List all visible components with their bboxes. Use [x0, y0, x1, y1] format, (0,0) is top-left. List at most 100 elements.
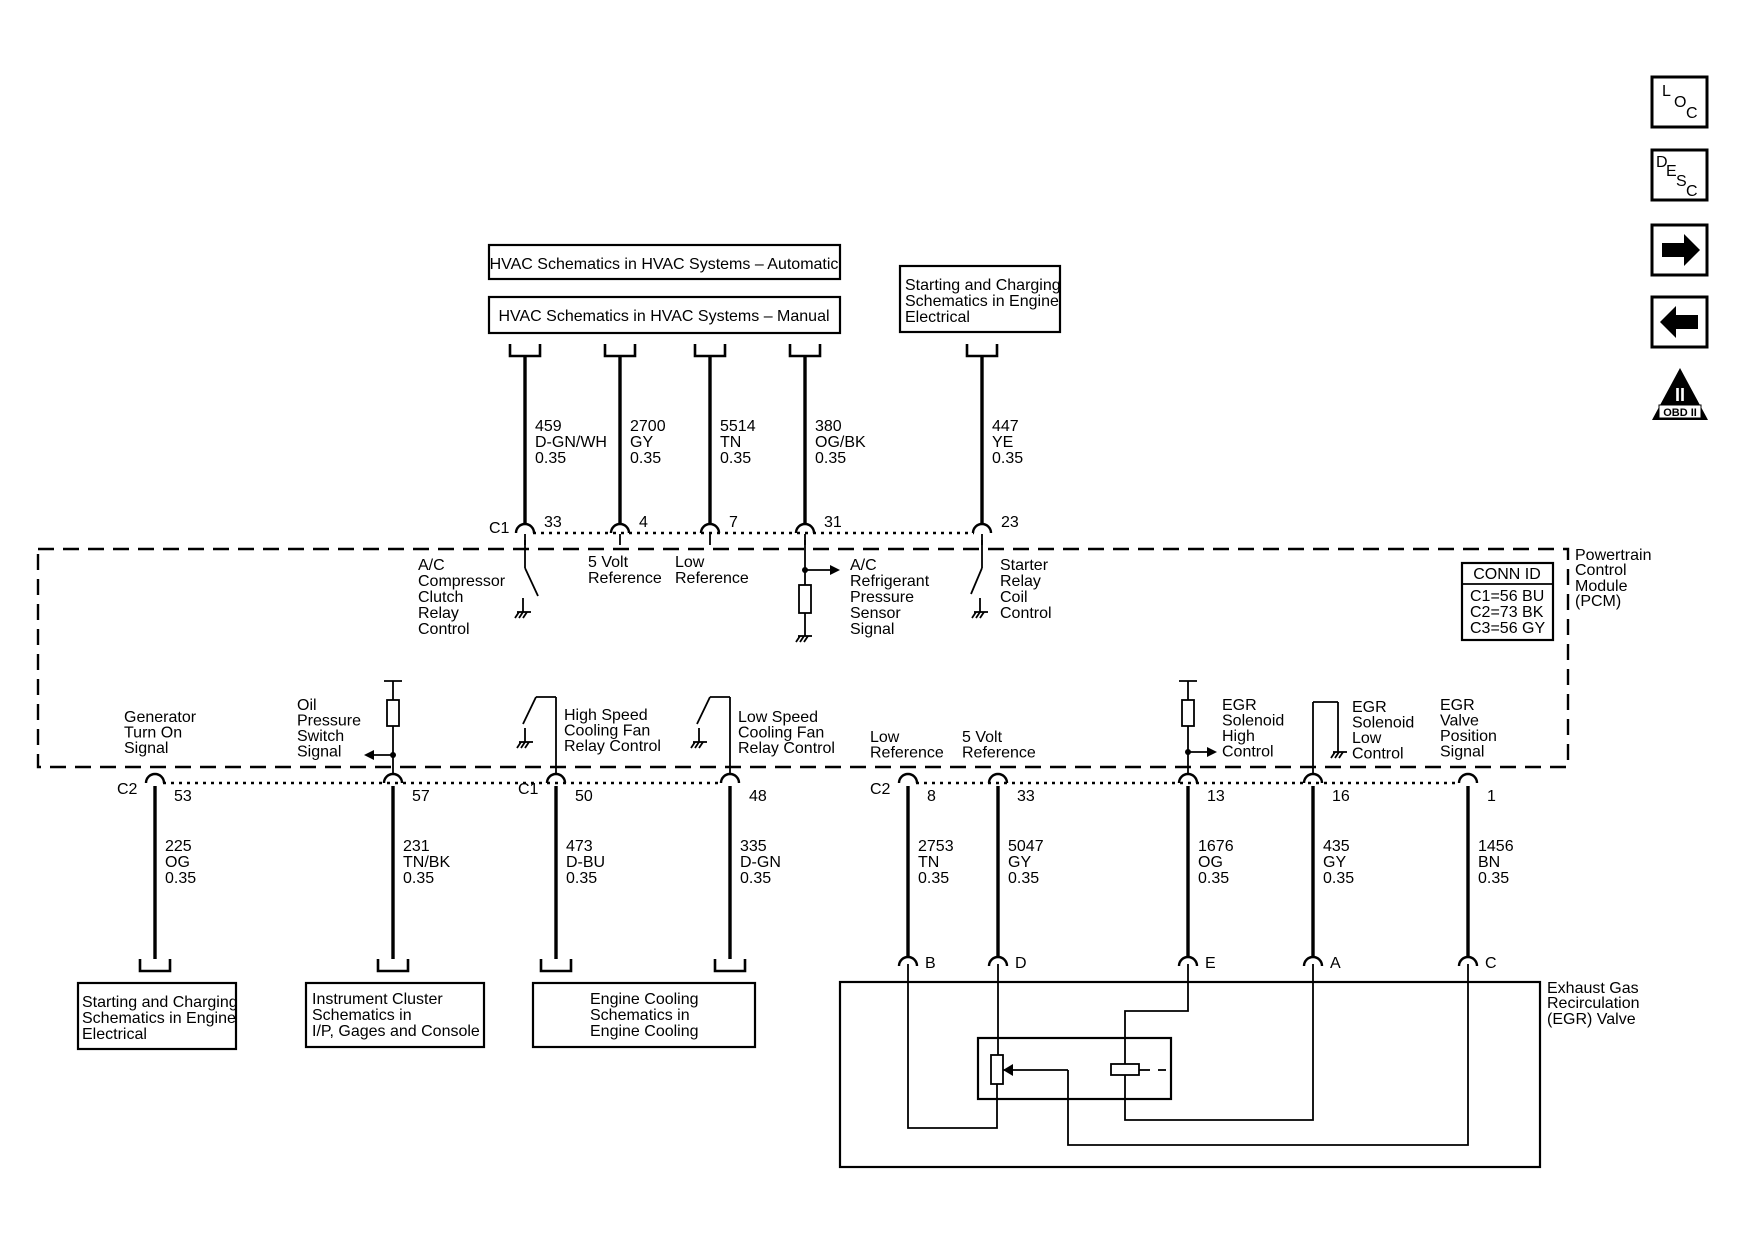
wire-gauge-231: 0.35 [403, 870, 434, 887]
pcm-pin-33 [514, 522, 536, 534]
egr-pin-label-D: D [1015, 955, 1027, 972]
func-label-bottom_right_circuits-pin-16-line2: Solenoid [1352, 715, 1414, 732]
circuit-number-2700: 2700 [630, 418, 666, 435]
pcm-label-line4: (PCM) [1575, 593, 1621, 610]
ref-hvac-manual[interactable]: HVAC Schematics in HVAC Systems – Manual [487, 295, 842, 335]
func-label-pin-33-line1: A/C [418, 557, 445, 574]
func-label-bottom_right_circuits-pin-16-line3: Low [1352, 730, 1382, 747]
func-label-bottom_left_circuits-pin-48-line3: Relay Control [738, 740, 835, 757]
next-page-button[interactable] [1650, 223, 1709, 277]
pin-label-bottom_left_circuits-53: 53 [174, 788, 192, 805]
wire-color-380: OG/BK [815, 434, 866, 451]
func-label-pin-31-line1: A/C [850, 557, 877, 574]
pin-label-bottom_right_circuits-8: 8 [927, 788, 936, 805]
pcm-pin-bottom_left_circuits-48 [719, 772, 741, 784]
pin-label-bottom_right_circuits-1: 1 [1487, 788, 1496, 805]
ref-starting-charging-top[interactable]: Starting and Charging Schematics in Engi… [898, 264, 1062, 334]
func-label-bottom_right_circuits-pin-13-line2: Solenoid [1222, 713, 1284, 730]
ref-cooling-line1: Engine Cooling [590, 991, 699, 1008]
circuit-number-231: 231 [403, 838, 430, 855]
pin-label-bottom_right_circuits-16: 16 [1332, 788, 1350, 805]
egr-pin-label-C: C [1485, 955, 1497, 972]
wire-color-459: D-GN/WH [535, 434, 607, 451]
wire-color-435: GY [1323, 854, 1346, 871]
func-label-pin-7-line1: Low [675, 554, 705, 571]
func-label-pin-33-line5: Control [418, 621, 470, 638]
pcm-pin-23 [971, 522, 993, 534]
pcm-pin-bottom_right_circuits-13 [1177, 772, 1199, 784]
ref-start-top-line1: Starting and Charging [905, 277, 1061, 294]
wire-color-1456: BN [1478, 854, 1500, 871]
desc-button[interactable]: D E S C [1650, 148, 1709, 202]
func-label-bottom_left_circuits-pin-53-line1: Generator [124, 709, 197, 726]
high-speed-fan-driver [516, 696, 557, 775]
func-label-bottom_right_circuits-pin-16-line1: EGR [1352, 699, 1387, 716]
pcm-pin-bottom_left_circuits-53 [144, 772, 166, 784]
pcm-boundary [36, 547, 1570, 769]
func-label-bottom_left_circuits-pin-53-line3: Signal [124, 740, 168, 757]
loc-button[interactable]: L O C [1650, 75, 1709, 129]
wire-gauge-1456: 0.35 [1478, 870, 1509, 887]
conn-id-row2: C2=73 BK [1470, 604, 1544, 621]
pin-label-bottom_left_circuits-48: 48 [749, 788, 767, 805]
pin-label-bottom_right_circuits-33: 33 [1017, 788, 1035, 805]
pcm-pin-bottom_left_circuits-50 [545, 772, 567, 784]
circuit-number-2753: 2753 [918, 838, 954, 855]
previous-page-button[interactable] [1650, 295, 1709, 349]
func-label-bottom_right_circuits-pin-13-line1: EGR [1222, 697, 1257, 714]
ref-starting-charging-bottom[interactable]: Starting and Charging Schematics in Engi… [76, 981, 238, 1051]
func-label-pin-31-line2: Refrigerant [850, 573, 930, 590]
arrow-right-icon [1662, 234, 1700, 266]
pcm-pin-bottom_right_circuits-1 [1457, 772, 1479, 784]
ref-cooling-line3: Engine Cooling [590, 1023, 699, 1040]
ref-start-top-line2: Schematics in Engine [905, 293, 1059, 310]
func-label-pin-31-line4: Sensor [850, 605, 901, 622]
wire-color-231: TN/BK [403, 854, 450, 871]
ref-start-top-line3: Electrical [905, 309, 970, 326]
oil-pressure-pullup [364, 680, 402, 775]
ref-hvac-automatic[interactable]: HVAC Schematics in HVAC Systems – Automa… [487, 243, 842, 281]
egr-pin-label-B: B [925, 955, 936, 972]
wire-color-335: D-GN [740, 854, 781, 871]
func-label-bottom_left_circuits-pin-50-line3: Relay Control [564, 738, 661, 755]
ref-ipc-line3: I/P, Gages and Console [312, 1023, 480, 1040]
ac-pressure-sensor-circuit [795, 540, 840, 643]
egr-pin-C [1457, 955, 1479, 967]
func-label-bottom_left_circuits-pin-57-line4: Signal [297, 744, 341, 761]
desc-letter-c: C [1686, 183, 1698, 200]
bottom-ref-terminal-53 [138, 959, 172, 973]
pcm-label: Powertrain Control Module (PCM) [1575, 547, 1651, 610]
wire-color-2700: GY [630, 434, 653, 451]
func-label-pin-7-line2: Reference [675, 570, 749, 587]
pin-label-4: 4 [639, 514, 648, 531]
pin-label-23: 23 [1001, 514, 1019, 531]
pin-label-33: 33 [544, 514, 562, 531]
bottom-ref-terminal-48 [713, 959, 747, 973]
pin-label-7: 7 [729, 514, 738, 531]
wire-gauge-5047: 0.35 [1008, 870, 1039, 887]
egr-pin-E [1177, 955, 1199, 967]
func-label-bottom_right_circuits-pin-33-line2: Reference [962, 745, 1036, 762]
circuit-number-1456: 1456 [1478, 838, 1514, 855]
ac-clutch-relay-switch [514, 540, 539, 619]
pin-label-bottom_left_circuits-50: 50 [575, 788, 593, 805]
wire-gauge-335: 0.35 [740, 870, 771, 887]
circuit-number-5514: 5514 [720, 418, 756, 435]
circuits-layer: 459D-GN/WH0.3533C12700GY0.3545514TN0.357… [117, 344, 1514, 973]
ref-start-bottom-line2: Schematics in Engine [82, 1010, 236, 1027]
func-label-pin-31-line3: Pressure [850, 589, 914, 606]
wire-gauge-473: 0.35 [566, 870, 597, 887]
connector-C1-bottom_left_circuits: C1 [518, 781, 539, 798]
arrow-left-icon [1660, 306, 1698, 338]
egr-low-control-driver [1312, 701, 1347, 775]
obd-ii-button[interactable]: II OBD II [1652, 368, 1708, 420]
wire-color-225: OG [165, 854, 190, 871]
connector-C2-bottom_right_circuits: C2 [870, 781, 891, 798]
circuit-number-1676: 1676 [1198, 838, 1234, 855]
wire-gauge-459: 0.35 [535, 450, 566, 467]
ref-engine-cooling[interactable]: Engine Cooling Schematics in Engine Cool… [531, 981, 757, 1049]
func-label-pin-23-line1: Starter [1000, 557, 1049, 574]
ref-instrument-cluster[interactable]: Instrument Cluster Schematics in I/P, Ga… [304, 981, 486, 1049]
starter-relay-switch [970, 540, 988, 619]
func-label-pin-4-line2: Reference [588, 570, 662, 587]
